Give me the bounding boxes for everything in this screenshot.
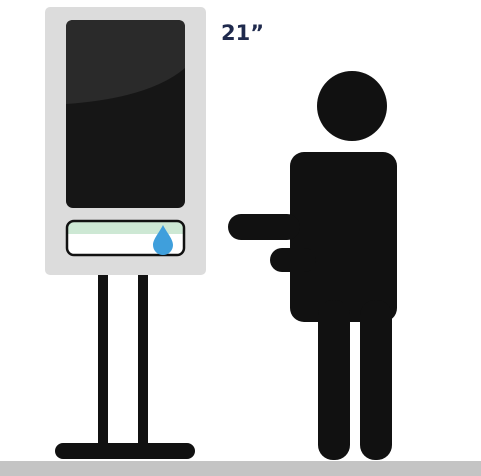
person-head (317, 71, 387, 141)
person-leg-right (360, 300, 392, 460)
stand-pole-left (98, 272, 108, 450)
person-arm-upper (228, 214, 300, 240)
kiosk-stand (55, 272, 195, 459)
stand-base (55, 443, 195, 459)
kiosk (45, 7, 206, 275)
person-arm-lower (270, 248, 316, 272)
stand-pole-right (138, 272, 148, 450)
screen-size-label: 21” (221, 21, 264, 45)
dispenser-tray (67, 221, 184, 255)
person-torso (290, 152, 397, 322)
person-silhouette (228, 71, 397, 460)
floor (0, 461, 481, 476)
person-leg-left (318, 300, 350, 460)
